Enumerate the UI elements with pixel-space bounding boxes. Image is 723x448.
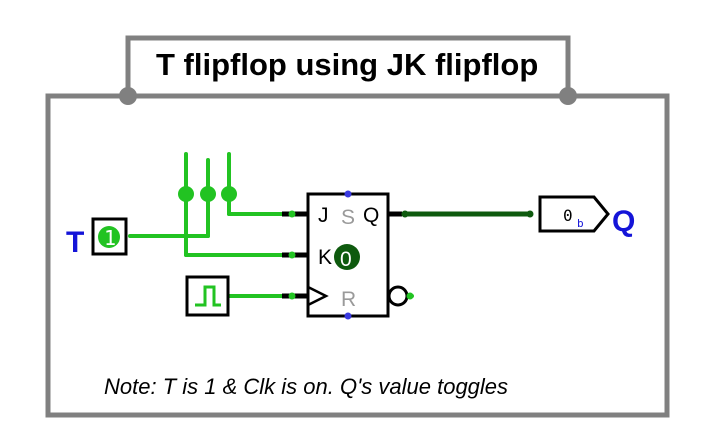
pin-q-label: Q	[363, 204, 379, 227]
connection-dot	[526, 210, 534, 218]
pin-dot-set	[344, 190, 352, 198]
diagram-title: T flipflop using JK flipflop	[156, 47, 538, 82]
clock-triangle	[307, 285, 329, 307]
input-pin-t[interactable]: 1	[91, 217, 128, 256]
junction-dot	[200, 186, 216, 202]
square-wave-icon	[195, 285, 221, 307]
pin-r-label: R	[341, 288, 356, 311]
title-frame	[125, 35, 571, 96]
input-value-led	[98, 226, 120, 248]
connection-dot	[288, 210, 296, 218]
clock-source[interactable]	[185, 275, 230, 317]
output-value: 0	[563, 206, 573, 225]
outer-frame	[45, 93, 670, 418]
connection-dot	[288, 251, 296, 259]
output-base-suffix: b	[577, 217, 584, 230]
connection-dot	[406, 292, 414, 300]
input-t-label: T	[66, 226, 84, 259]
junction-dot	[178, 186, 194, 202]
note-text: Note: T is 1 & Clk is on. Q's value togg…	[104, 374, 508, 399]
output-q-label: Q	[612, 205, 635, 238]
frame-joint-left	[119, 87, 137, 105]
output-probe-q[interactable]: 0 b	[538, 195, 610, 233]
connection-dot	[288, 292, 296, 300]
junction-dot	[221, 186, 237, 202]
pin-dot-reset	[344, 312, 352, 320]
frame-joint-right	[559, 87, 577, 105]
state-indicator	[334, 244, 360, 270]
pin-k-label: K	[318, 246, 332, 269]
pin-j-label: J	[318, 204, 329, 227]
connection-dot	[401, 210, 409, 218]
circuit-frame	[45, 35, 670, 418]
qbar-bubble	[387, 285, 409, 307]
jk-flipflop[interactable]: J S Q K R 0	[282, 190, 409, 320]
state-value: 0	[340, 248, 352, 271]
output-probe-body	[538, 195, 610, 233]
input-value: 1	[104, 226, 116, 250]
pin-s-label: S	[341, 206, 355, 229]
